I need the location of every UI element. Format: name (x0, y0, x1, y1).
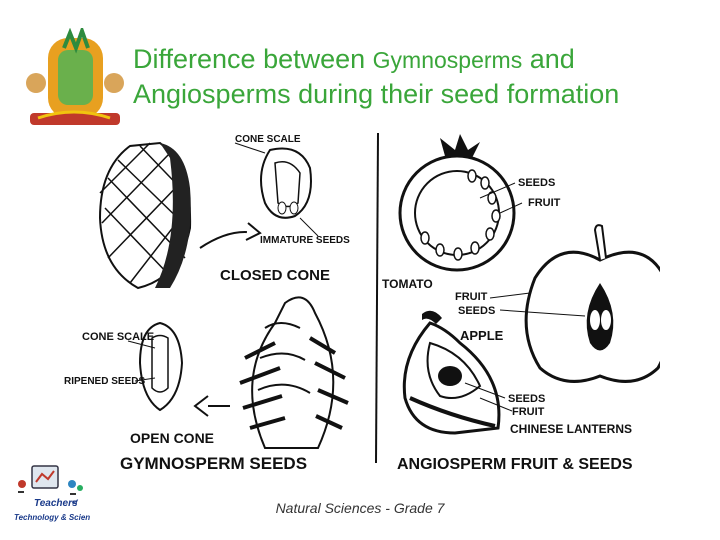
label-cone-scale-left: CONE SCALE (82, 331, 154, 343)
slide-title: Difference between Gymnosperms and Angio… (133, 42, 713, 111)
label-apple-seeds: SEEDS (458, 305, 495, 317)
label-angiosperm-heading: ANGIOSPERM FRUIT & SEEDS (397, 456, 633, 473)
teachers-logo-line1: Teachers (34, 498, 78, 509)
ripened-scale-section (138, 321, 184, 412)
label-apple-fruit: FRUIT (455, 291, 488, 303)
teachers-logo-line2: Technology & Science (14, 513, 90, 522)
slide-footer: Natural Sciences - Grade 7 (275, 500, 445, 516)
label-lantern-seeds: SEEDS (508, 393, 545, 405)
tomato-drawing (398, 134, 516, 272)
teachers-logo-icon: Teachers of Technology & Science (14, 465, 90, 522)
label-immature-seeds: IMMATURE SEEDS (260, 235, 350, 246)
label-cone-scale-top: CONE SCALE (235, 134, 301, 145)
label-lantern-fruit: FRUIT (512, 406, 545, 418)
label-closed-cone: CLOSED CONE (220, 267, 330, 284)
label-apple: APPLE (460, 328, 504, 343)
title-line-2: Angiosperms during their seed formation (133, 79, 620, 109)
closed-cone-drawing (98, 141, 192, 290)
coat-of-arms-icon (26, 28, 124, 125)
apple-drawing (524, 224, 660, 383)
label-open-cone: OPEN CONE (130, 430, 214, 446)
open-cone-drawing (239, 296, 349, 449)
title-part-1: Difference between (133, 44, 373, 74)
title-part-3: and (522, 44, 575, 74)
teachers-logo-of: of (72, 500, 79, 506)
divider-line (375, 132, 379, 464)
title-part-2: Gymnosperms (372, 47, 523, 73)
seed-formation-diagram: CONE SCALE IMMATURE SEEDS CLOSED CONE CO… (64, 132, 660, 473)
chinese-lantern-drawing (402, 310, 501, 435)
label-gymnosperm-heading: GYMNOSPERM SEEDS (120, 454, 307, 473)
label-tomato-seeds: SEEDS (518, 177, 555, 189)
label-chinese-lanterns: CHINESE LANTERNS (510, 422, 632, 436)
label-ripened-seeds: RIPENED SEEDS (64, 376, 145, 387)
cone-scale-section (260, 147, 312, 219)
label-tomato: TOMATO (382, 277, 433, 291)
label-tomato-fruit: FRUIT (528, 197, 561, 209)
